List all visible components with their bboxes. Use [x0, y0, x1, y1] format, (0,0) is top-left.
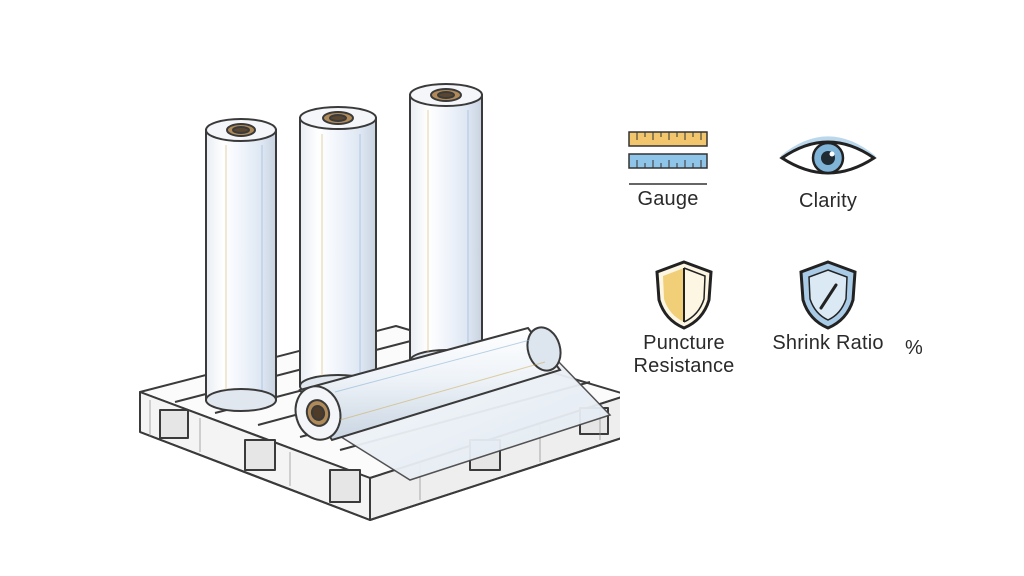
film-roll-standing-2	[299, 106, 377, 398]
eye-icon	[779, 136, 877, 175]
feature-shrink-ratio: Shrink Ratio	[766, 258, 890, 355]
shield-icon	[655, 260, 713, 330]
clarity-label: Clarity	[798, 190, 858, 212]
film-rolls-on-pallet-illustration	[139, 83, 620, 521]
feature-gauge: Gauge	[618, 126, 718, 211]
shrink-ratio-label: Shrink Ratio	[772, 332, 884, 354]
feature-clarity: Clarity	[770, 124, 886, 213]
feature-puncture-resistance: Puncture Resistance	[626, 258, 742, 378]
shield-slash-icon	[799, 260, 857, 330]
gauge-label: Gauge	[637, 188, 699, 210]
ruler-icon	[628, 131, 708, 185]
film-roll-standing-1	[205, 118, 277, 412]
percent-sign: %	[905, 337, 923, 359]
film-roll-standing-3	[409, 83, 483, 373]
film-roll-lying	[294, 326, 562, 442]
puncture-label-line2: Resistance	[633, 355, 735, 377]
puncture-label-line1: Puncture	[643, 332, 725, 354]
